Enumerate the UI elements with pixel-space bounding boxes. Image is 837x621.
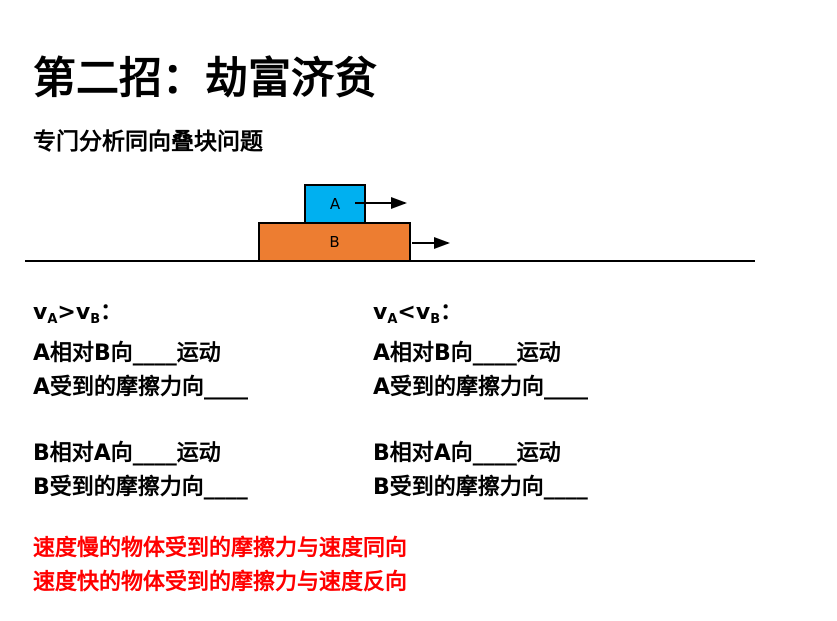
ground-line [25,260,755,262]
question-line: B相对A向____运动 [33,441,221,466]
question-line: A相对B向____运动 [33,341,221,366]
case-heading: vA<vB： [373,300,463,327]
conclusion-slow: 速度慢的物体受到的摩擦力与速度同向 [33,536,408,561]
question-line: A受到的摩擦力向____ [33,375,249,400]
block-b: B [258,222,411,262]
question-line: B受到的摩擦力向____ [33,475,248,500]
left-column: vA>vB： A相对B向____运动 A受到的摩擦力向____ B相对A向___… [33,296,248,505]
block-b-label: B [329,233,340,251]
question-line: A相对B向____运动 [373,341,561,366]
block-a-label: A [329,195,341,213]
question-line: B受到的摩擦力向____ [373,475,588,500]
right-column: vA<vB： A相对B向____运动 A受到的摩擦力向____ B相对A向___… [373,296,588,505]
conclusion-fast: 速度快的物体受到的摩擦力与速度反向 [33,570,408,595]
case-heading: vA>vB： [33,300,123,327]
slide-subtitle: 专门分析同向叠块问题 [33,129,263,155]
question-line: B相对A向____运动 [373,441,561,466]
slide-title: 第二招：劫富济贫 [33,54,377,104]
question-line: A受到的摩擦力向____ [373,375,589,400]
